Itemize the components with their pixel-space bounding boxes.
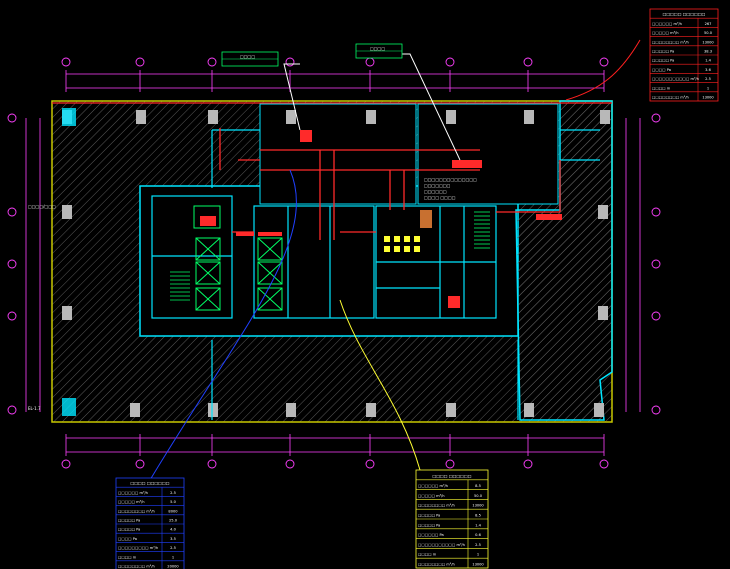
table-row-label: □□□□□□□□□□□ m³/h (418, 543, 465, 547)
table-row-value: 1.4 (475, 523, 481, 527)
tag-box-1 (221, 51, 279, 67)
table-row-label: □□□□□□□□ m³/h (652, 96, 689, 100)
table-title: □□□□ □□□□□□ (432, 473, 471, 478)
left-dim-label: □□□□/□□□ (28, 204, 56, 209)
table-row-label: □□□□□ m³/h (652, 31, 679, 35)
table-row-label: □□□□□□ m³/h (118, 491, 148, 495)
table-row-label: □□□□□□ m³/h (652, 22, 682, 26)
table-row-label: □□□□□ Pa (652, 59, 674, 63)
table-row-value: 8.5 (475, 484, 481, 488)
table-top-right: □□□□□ □□□□□□ □□□□□□ m³/h 267 □□□□□ m³/h 50.0… (649, 8, 719, 102)
corner-markers (62, 108, 76, 416)
table-row-label: □□□□□ m³/h (418, 494, 445, 498)
table-row-label: □□□□□□ Pa (418, 533, 444, 537)
center-note-3: □□□□□□ (424, 189, 447, 194)
table-row-value: 2.5 (705, 77, 711, 81)
table-row-value: 13000 (472, 563, 484, 567)
grid-axis-bubbles (7, 57, 661, 469)
table-row-value: 13000 (702, 40, 714, 44)
table-row-value: 267 (705, 22, 712, 26)
table-row-value: 13000 (472, 504, 484, 508)
table-row-value: 1.4 (705, 59, 711, 63)
table-row-label: □□□□□□□□□ m³/h (118, 546, 158, 550)
table-title: □□□□ □□□□□□ (130, 481, 169, 486)
table-row-value: 25.0 (169, 519, 178, 523)
table-row-label: □□□□□□□□ m³/h (118, 509, 155, 513)
table-row-label: □□□□□□□□ m³/h (418, 563, 455, 567)
table-row-value: 1 (477, 553, 479, 557)
table-row-label: □□□□□ Pa (418, 514, 440, 518)
table-row-label: □□□□□□□□ m³/h (118, 565, 155, 569)
table-row-value: 8.5 (475, 514, 481, 518)
table-row-value: 13000 (702, 96, 714, 100)
table-row-value: 50.0 (704, 31, 713, 35)
table-row-label: □□□□□□□□ m³/h (418, 504, 455, 508)
table-row-value: 8000 (168, 509, 178, 513)
table-row-value: 3.5 (170, 537, 176, 541)
table-row-value: 0.6 (475, 533, 481, 537)
red-equipment-labels (200, 130, 562, 308)
center-note-4: □□□□ □□□□ (424, 195, 456, 200)
tag-box-2 (355, 43, 403, 59)
table-row-value: 2.5 (170, 546, 176, 550)
center-notes: □□□□□□□□□□□□□□ □□□□□□□ □□□□□□ □□□□ □□□□ (424, 177, 477, 200)
table-row-label: □□□□ Pa (118, 537, 137, 541)
center-note-1: □□□□□□□□□□□□□□ (424, 177, 477, 182)
table-bottom-right: □□□□ □□□□□□ □□□□□□ m³/h 8.5 □□□□□ m³/h 50.0 □… (415, 469, 489, 569)
tag-box-1-label: □□□□ (240, 54, 255, 59)
table-row-label: □□□□□ Pa (418, 523, 440, 527)
stairs (170, 211, 490, 301)
table-row-value: 38.3 (704, 50, 712, 54)
left-elev-label: EL-1.7 (28, 406, 41, 411)
center-note-2: □□□□□□□ (424, 183, 451, 188)
core-walls (151, 129, 600, 420)
tag-box-2-label: □□□□ (370, 46, 385, 51)
table-row-label: □□□□□ Pa (118, 528, 140, 532)
table-row-label: □□□□□ m³/h (118, 500, 145, 504)
table-row-label: □□□□ m (118, 555, 137, 559)
table-row-label: □□□□□ Pa (652, 50, 674, 54)
table-title: □□□□□ □□□□□□ (663, 12, 706, 17)
table-row-label: □□□□□ Pa (118, 519, 140, 523)
table-row-label: □□□□ Pa (652, 68, 671, 72)
table-row-value: 50.0 (474, 494, 483, 498)
table-row-value: 4.0 (170, 528, 176, 532)
table-row-value: 20000 (167, 565, 179, 569)
table-row-value: 1 (707, 86, 709, 90)
building-floor (51, 100, 613, 423)
table-row-value: 1 (172, 555, 174, 559)
table-row-value: 2.5 (475, 543, 481, 547)
table-row-value: 2.5 (170, 491, 176, 495)
table-row-label: □□□□□□□□□□□ m³/h (652, 77, 699, 81)
table-bottom-left: □□□□ □□□□□□ □□□□□□ m³/h 2.5 □□□□□ m³/h 5.0 □□… (115, 477, 185, 569)
table-row-label: □□□□□□ m³/h (418, 484, 448, 488)
table-row-label: □□□□ m (652, 86, 671, 90)
table-row-value: 5.0 (170, 500, 176, 504)
toilet-fixtures (384, 210, 432, 252)
table-row-label: □□□□ m (418, 553, 437, 557)
table-row-value: 3.6 (705, 68, 711, 72)
elevator-shafts (193, 205, 283, 311)
table-row-label: □□□□□□□□ m³/h (652, 40, 689, 44)
